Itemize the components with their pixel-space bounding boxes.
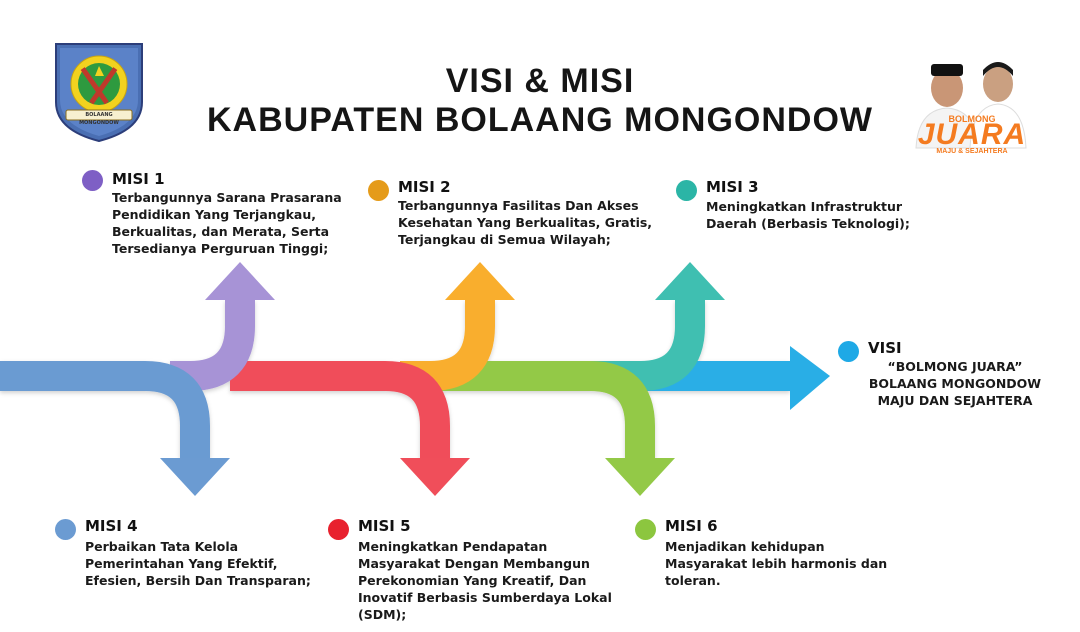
- visi-line2: BOLAANG MONGONDOW: [868, 376, 1042, 391]
- arrow-misi2-shaft: [400, 300, 495, 391]
- arrow-misi4-shaft: [0, 361, 210, 458]
- misi2-text: Terbangunnya Fasilitas Dan Akses Kesehat…: [398, 198, 653, 247]
- campaign-bottom-text: MAJU & SEJAHTERA: [936, 148, 1008, 155]
- logo-banner-text: BOLAANG MONGONDOW: [79, 112, 119, 126]
- arrow-misi1-shaft: [170, 300, 255, 391]
- misi1-title: MISI 1: [112, 170, 165, 188]
- arrow-misi4-head: [160, 458, 230, 496]
- visi-line3: MAJU DAN SEJAHTERA: [877, 393, 1033, 408]
- visi-dot: [838, 341, 859, 362]
- misi5-text: Meningkatkan Pendapatan Masyarakat Denga…: [358, 539, 612, 622]
- misi6-title: MISI 6: [665, 517, 718, 535]
- misi1-dot: [82, 170, 103, 191]
- arrow-misi5-head: [400, 458, 470, 496]
- page-title-line2: KABUPATEN BOLAANG MONGONDOW: [206, 101, 874, 139]
- arrow-misi6-head: [605, 458, 675, 496]
- arrow-misi1-head: [205, 262, 275, 300]
- bolaang-mongondow-logo: BOLAANG MONGONDOW: [52, 40, 146, 144]
- misi3-title: MISI 3: [706, 178, 759, 196]
- visi-line1: “BOLMONG JUARA”: [887, 359, 1023, 374]
- candidates-photo-icon: [915, 62, 1027, 149]
- arrow-misi5-shaft: [230, 361, 450, 458]
- misi2-title: MISI 2: [398, 178, 451, 196]
- page-title-line1: VISI & MISI: [445, 62, 635, 100]
- misi6-dot: [635, 519, 656, 540]
- misi1-text: Terbangunnya Sarana Prasarana Pendidikan…: [112, 190, 342, 256]
- arrow-visi-head: [790, 346, 830, 410]
- coat-of-arms-icon: [55, 43, 143, 143]
- misi4-dot: [55, 519, 76, 540]
- campaign-badge: BOLMONG JUARA MAJU & SEJAHTERA: [902, 36, 1042, 156]
- misi5-dot: [328, 519, 349, 540]
- campaign-main-text: JUARA: [917, 118, 1027, 151]
- misi3-text: Meningkatkan Infrastruktur Daerah (Berba…: [706, 199, 910, 231]
- misi4-title: MISI 4: [85, 517, 138, 535]
- misi3-dot: [676, 180, 697, 201]
- misi6-text: Menjadikan kehidupan Masyarakat lebih ha…: [665, 539, 888, 588]
- arrow-misi2-head: [445, 262, 515, 300]
- campaign-top-text: BOLMONG: [948, 114, 996, 124]
- arrow-misi3-shaft: [520, 300, 705, 391]
- misi5-title: MISI 5: [358, 517, 411, 535]
- visi-title: VISI: [868, 339, 902, 357]
- arrow-misi3-head: [655, 262, 725, 300]
- misi2-dot: [368, 180, 389, 201]
- arrow-misi6-shaft: [420, 361, 655, 458]
- misi4-text: Perbaikan Tata Kelola Pemerintahan Yang …: [85, 539, 311, 588]
